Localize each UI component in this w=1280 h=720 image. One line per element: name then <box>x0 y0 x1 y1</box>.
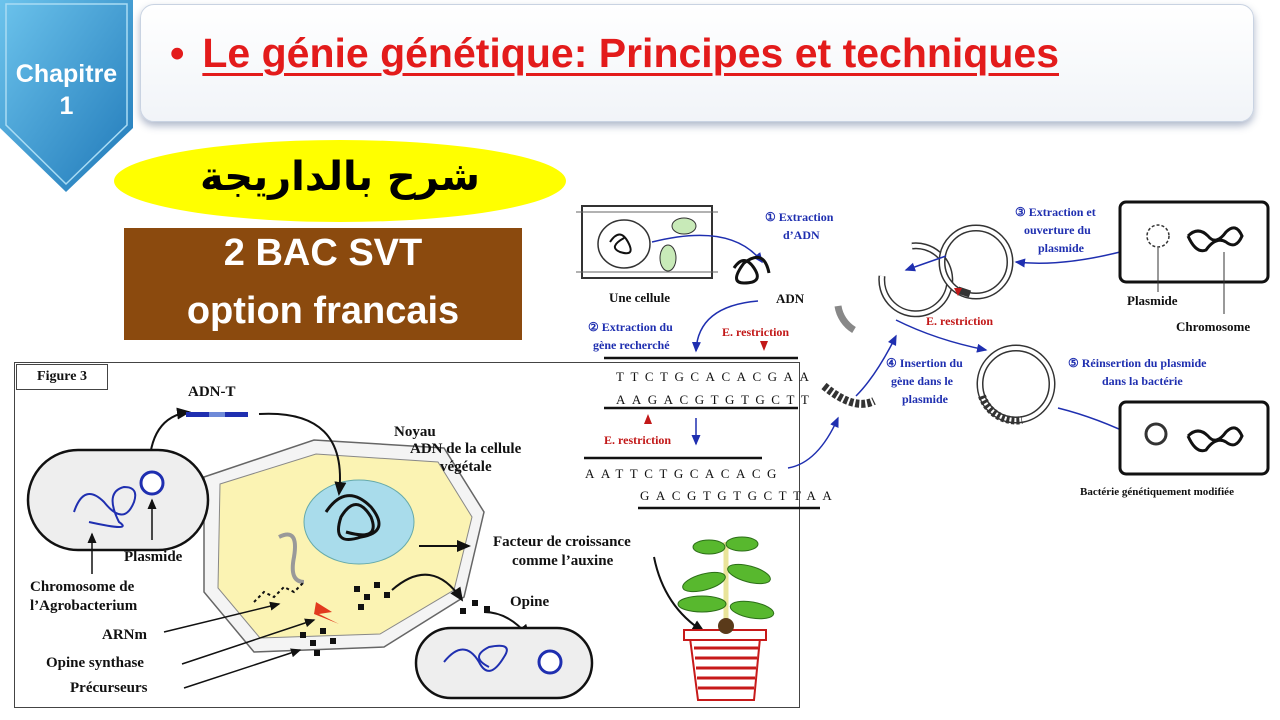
title-text: Le génie génétique: Principes et techniq… <box>202 30 1059 76</box>
figure-3-title: Figure 3 <box>16 364 108 390</box>
label-facteur-2: comme l’auxine <box>512 553 614 569</box>
step2-line1: ② Extraction du <box>588 320 673 334</box>
chapter-text: Chapitre 1 <box>15 60 118 120</box>
level-box <box>124 228 522 340</box>
level-line-1: 2 BAC SVT <box>223 232 423 274</box>
title-bullet: • <box>170 30 185 76</box>
label-adn-cellule-2: végétale <box>440 459 492 475</box>
label-opine-synthase: Opine synthase <box>46 655 144 671</box>
sequence-top: TTCTGCACACGAA <box>616 369 816 384</box>
label-adn-t: ADN-T <box>188 384 236 400</box>
step4-line2: gène dans le <box>891 374 954 388</box>
label-noyau: Noyau <box>394 424 436 440</box>
title-banner <box>140 4 1254 122</box>
plant-dna <box>324 494 381 541</box>
nucleus <box>303 479 415 565</box>
page-title: • Le génie génétique: Principes et techni… <box>170 30 1059 77</box>
step3-line2: ouverture du <box>1024 223 1091 237</box>
label-e-restriction-top: E. restriction <box>722 325 790 339</box>
figure-3-drawing <box>26 407 775 701</box>
agrobacterium-1 <box>26 448 210 552</box>
agrobacterium-2 <box>414 626 594 700</box>
label-e-restriction-plasmid: E. restriction <box>926 314 994 328</box>
chapter-label: Chapitre 1 <box>0 58 133 122</box>
arabic-oval <box>114 140 566 222</box>
label-precurseurs: Précurseurs <box>70 680 148 696</box>
label-plasmide: Plasmide <box>1127 293 1178 308</box>
label-chromosome-1: Chromosome de <box>30 579 135 595</box>
label-opine: Opine <box>510 594 550 610</box>
chapter-badge <box>0 0 133 192</box>
label-plasmide-agro: Plasmide <box>124 549 183 565</box>
label-chromosome: Chromosome <box>1176 319 1251 334</box>
label-bacterie-modifiee: Bactérie génétiquement modifiée <box>1080 486 1234 498</box>
label-adn: ADN <box>776 291 805 306</box>
step4-line1: ④ Insertion du <box>886 356 963 370</box>
process-drawing <box>576 200 1270 510</box>
step5-line2: dans la bactérie <box>1102 374 1183 388</box>
label-facteur-1: Facteur de croissance <box>493 534 631 550</box>
arabic-subtitle: شرح بالداريجة <box>200 154 480 200</box>
step1-line2: d’ADN <box>783 228 820 242</box>
label-arnm: ARNm <box>102 627 147 643</box>
label-e-restriction-bottom: E. restriction <box>604 433 672 447</box>
label-une-cellule: Une cellule <box>609 290 671 305</box>
sequence-bottom: AAGACGTGTGCTT <box>616 392 816 407</box>
step3-line1: ③ Extraction et <box>1015 205 1096 219</box>
label-adn-cellule-1: ADN de la cellule <box>410 441 522 457</box>
step2-line2: gène recherché <box>593 338 670 352</box>
sequence-cut-top: AATTCTGCACACG <box>585 466 783 481</box>
step5-line1: ⑤ Réinsertion du plasmide <box>1068 356 1207 370</box>
step3-line3: plasmide <box>1038 241 1085 255</box>
step4-line3: plasmide <box>902 392 949 406</box>
step1-line1: ① Extraction <box>765 210 834 224</box>
label-chromosome-2: l’Agrobacterium <box>30 598 138 614</box>
crown-gall <box>718 618 734 634</box>
sequence-cut-bottom: GACGTGTGCTTAA <box>640 488 839 503</box>
level-line-2: option francais <box>186 290 460 332</box>
